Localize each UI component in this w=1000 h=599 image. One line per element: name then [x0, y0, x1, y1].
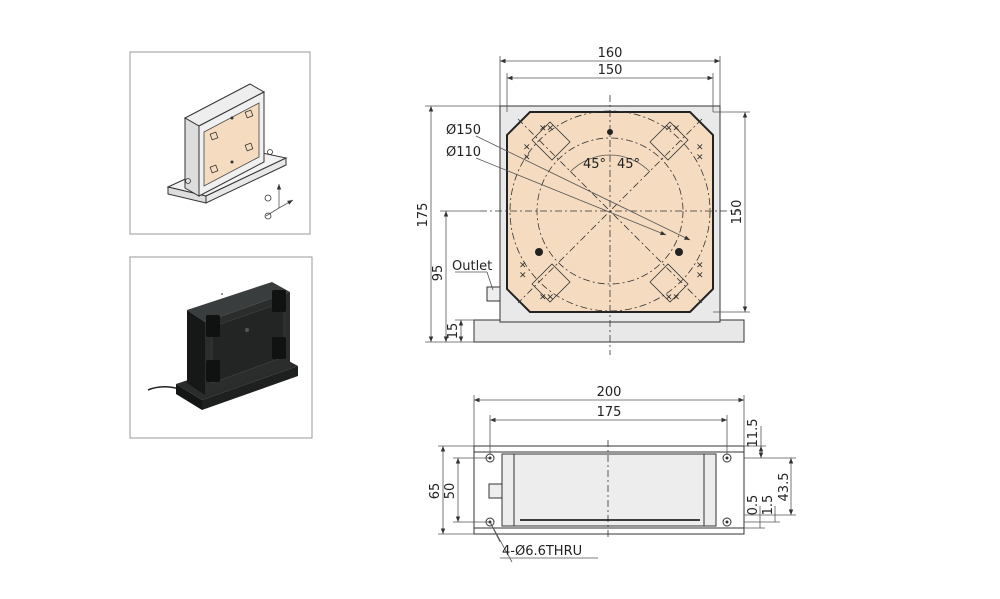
svg-text:✕: ✕: [696, 271, 704, 281]
dim-43-5: 43.5: [777, 473, 792, 502]
dim-diameter-inner: Ø110: [446, 145, 481, 160]
svg-text:✕: ✕: [523, 143, 531, 153]
svg-text:✕: ✕: [696, 153, 704, 163]
dim-width-inner: 150: [598, 63, 623, 78]
holes-label: 4-Ø6.6THRU: [502, 544, 582, 559]
dim-1-5: 1.5: [761, 495, 776, 516]
svg-text:✕✕: ✕✕: [539, 124, 554, 134]
dim-height-total: 175: [416, 203, 431, 228]
dim-bottom-width-outer: 200: [597, 385, 622, 400]
dim-height-outlet: 95: [431, 265, 446, 282]
angle-left: 45°: [583, 157, 606, 172]
bottom-view: [438, 395, 796, 563]
dim-base-height: 15: [446, 323, 461, 340]
svg-text:✕: ✕: [519, 271, 527, 281]
svg-text:✕✕: ✕✕: [665, 124, 680, 134]
svg-text:✕✕: ✕✕: [665, 293, 680, 303]
dim-diameter-outer: Ø150: [446, 123, 481, 138]
axis-triad-icon: [264, 184, 294, 220]
svg-text:✕✕: ✕✕: [539, 293, 554, 303]
isometric-view-panel: [129, 51, 311, 235]
dim-width-outer: 160: [598, 46, 623, 61]
svg-text:✕: ✕: [696, 143, 704, 153]
dim-bottom-height-inner: 50: [443, 483, 458, 500]
angle-right: 45°: [617, 157, 640, 172]
front-view: ✕✕✕✕ ✕✕✕✕ ✕✕✕✕ ✕✕✕✕: [425, 56, 750, 355]
dim-bottom-height-outer: 65: [428, 483, 443, 500]
outlet-label: Outlet: [452, 259, 492, 274]
dim-11-5: 11.5: [746, 419, 761, 448]
dim-height-inner: 150: [730, 200, 745, 225]
dim-bottom-width-inner: 175: [597, 405, 622, 420]
product-photo-panel: [129, 256, 313, 439]
svg-text:✕: ✕: [696, 261, 704, 271]
svg-text:✕: ✕: [523, 153, 531, 163]
svg-text:✕: ✕: [519, 261, 527, 271]
dim-0-5: 0.5: [746, 495, 761, 516]
